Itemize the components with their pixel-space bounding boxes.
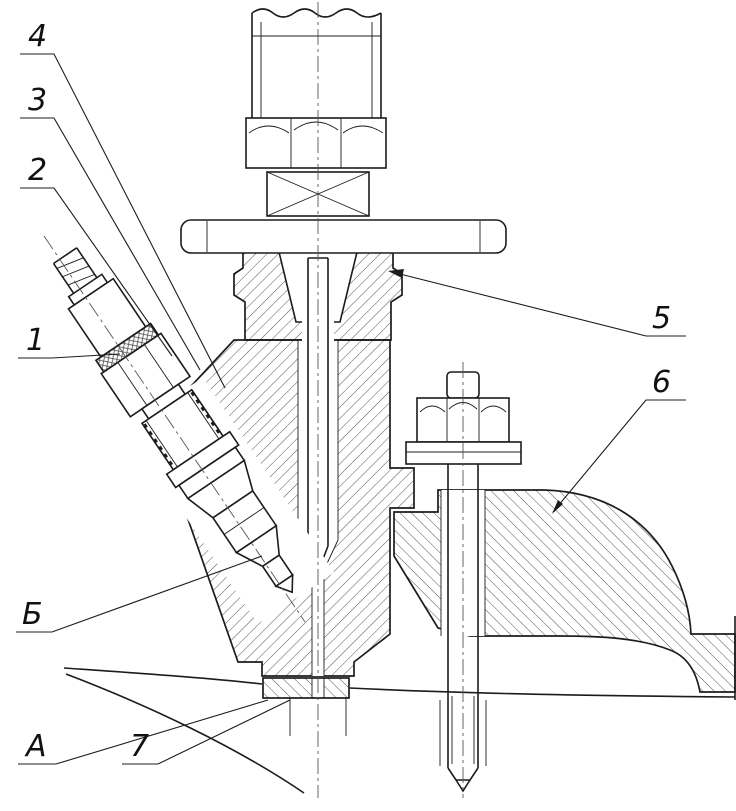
callout-label: 4 — [28, 19, 47, 54]
callout-3: 3 — [20, 83, 201, 371]
callout-label: 2 — [28, 153, 47, 188]
spindle-hex-nut — [245, 117, 387, 169]
callout-4: 4 — [20, 19, 226, 389]
clamp-bracket — [393, 489, 736, 693]
flange-plate — [180, 219, 507, 254]
seat-gasket — [262, 677, 350, 736]
injector-tip-point — [274, 573, 294, 594]
callout-letter-b: Б — [16, 555, 263, 633]
callout-label: 5 — [652, 301, 671, 336]
arrowhead — [388, 269, 404, 278]
arrowhead — [552, 500, 563, 514]
callout-label: 6 — [652, 365, 671, 400]
callout-2: 2 — [20, 153, 173, 357]
injector-terminal — [52, 247, 98, 294]
callout-letter-a: А — [18, 699, 269, 765]
stud-bolt — [405, 371, 522, 793]
injector-assembly — [52, 247, 335, 624]
callout-label: 3 — [28, 83, 47, 118]
head-surface — [63, 616, 736, 794]
spindle-assembly — [180, 8, 507, 254]
injector-axis-centerline — [43, 235, 306, 623]
callout-6: 6 — [552, 365, 686, 514]
centerlines — [43, 2, 464, 798]
callout-5: 5 — [388, 269, 686, 337]
callout-7: 7 — [122, 699, 291, 765]
callout-label: 7 — [130, 729, 149, 764]
callout-label: А — [24, 729, 47, 764]
callout-label: 1 — [26, 323, 45, 358]
callout-1: 1 — [18, 323, 121, 359]
callout-label: Б — [22, 597, 43, 632]
